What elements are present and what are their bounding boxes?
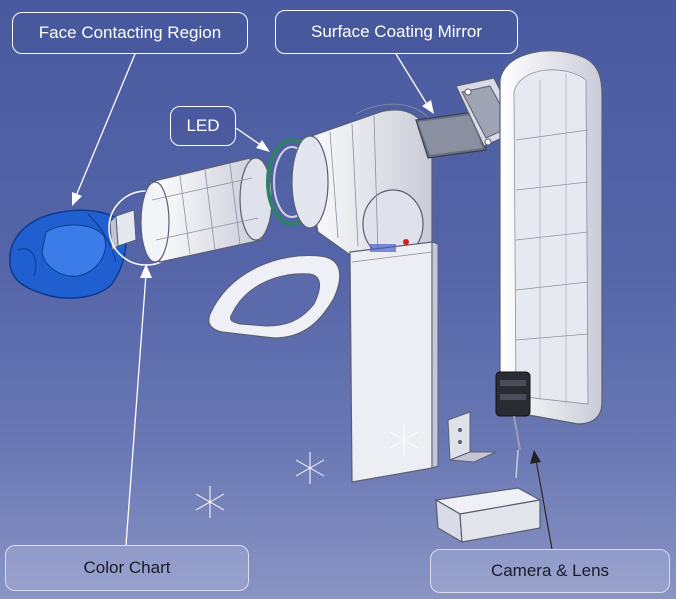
axis-triad-1 <box>195 486 225 518</box>
callout-color-chart: Color Chart <box>5 545 249 591</box>
leader-mirror <box>395 53 429 107</box>
label-camera: Camera & Lens <box>490 561 610 580</box>
arrowhead-led <box>256 140 270 152</box>
callout-face-contacting-region: Face Contacting Region <box>12 12 248 54</box>
camera-lens <box>495 371 531 479</box>
label-mirror: Surface Coating Mirror <box>310 22 482 41</box>
leader-face <box>75 53 136 197</box>
arrowhead-face <box>72 192 82 206</box>
arrowhead-chart <box>140 264 152 278</box>
leader-camera-dark <box>535 459 553 550</box>
axis-triad-2 <box>295 452 325 484</box>
callout-surface-coating-mirror: Surface Coating Mirror <box>275 10 518 54</box>
vertical-panel <box>349 239 439 483</box>
bracket-block <box>447 411 497 463</box>
callout-led: LED <box>170 106 236 146</box>
gasket-ring <box>208 254 341 339</box>
axis-triad-3 <box>389 424 419 456</box>
rear-housing <box>499 50 603 425</box>
arrowhead-mirror <box>422 100 434 114</box>
bottom-tray <box>434 487 542 544</box>
mirror-part <box>415 111 487 159</box>
face-contacting-part <box>9 209 127 299</box>
label-chart: Color Chart <box>83 558 171 577</box>
leader-led <box>235 127 263 147</box>
main-tube <box>291 103 433 263</box>
label-face: Face Contacting Region <box>38 23 222 42</box>
label-led: LED <box>186 116 220 135</box>
arrowhead-camera <box>530 450 541 464</box>
callout-camera-lens: Camera & Lens <box>430 549 670 593</box>
leader-chart <box>125 273 147 546</box>
front-cylinder <box>140 157 273 263</box>
